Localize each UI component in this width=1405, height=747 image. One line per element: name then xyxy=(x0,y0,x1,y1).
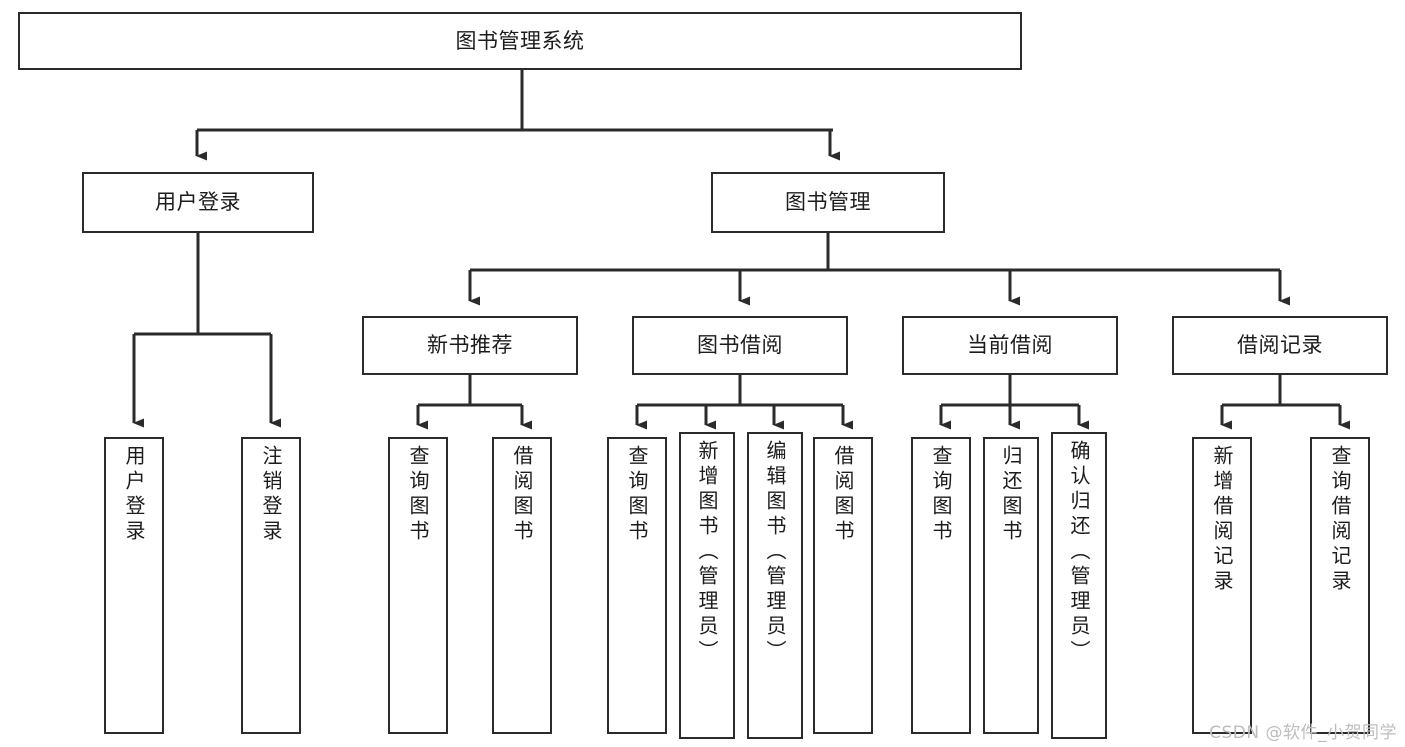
node-leaf-bookborrow-edit-book-admin[interactable]: 编辑图书（管理员） xyxy=(747,432,803,739)
node-leaf-currentborrow-return-book[interactable]: 归还图书 xyxy=(983,437,1039,734)
node-leaf-query-borrow-record-label: 查询借阅记录 xyxy=(1328,445,1352,595)
node-leaf-user-login[interactable]: 用户登录 xyxy=(104,437,164,734)
node-leaf-currentborrow-query-book[interactable]: 查询图书 xyxy=(911,437,971,734)
node-leaf-newbook-borrow-book[interactable]: 借阅图书 xyxy=(492,437,552,734)
node-leaf-logout-label: 注销登录 xyxy=(259,445,283,545)
node-leaf-bookborrow-add-book-admin-label: 新增图书（管理员） xyxy=(695,440,719,665)
node-borrow-record-label: 借阅记录 xyxy=(1237,333,1323,358)
node-leaf-bookborrow-query-book[interactable]: 查询图书 xyxy=(607,437,667,734)
node-root-system[interactable]: 图书管理系统 xyxy=(18,12,1022,70)
node-leaf-bookborrow-add-book-admin[interactable]: 新增图书（管理员） xyxy=(679,432,735,739)
node-leaf-logout[interactable]: 注销登录 xyxy=(241,437,301,734)
node-leaf-query-borrow-record[interactable]: 查询借阅记录 xyxy=(1310,437,1370,734)
node-leaf-add-borrow-record-label: 新增借阅记录 xyxy=(1210,445,1234,595)
node-root-system-label: 图书管理系统 xyxy=(455,28,585,53)
node-current-borrow[interactable]: 当前借阅 xyxy=(902,316,1118,375)
node-book-borrow-label: 图书借阅 xyxy=(697,333,783,358)
node-leaf-newbook-borrow-book-label: 借阅图书 xyxy=(510,445,534,545)
node-leaf-currentborrow-confirm-return-admin-label: 确认归还（管理员） xyxy=(1067,440,1091,665)
node-leaf-newbook-query-book-label: 查询图书 xyxy=(406,445,430,545)
node-book-management[interactable]: 图书管理 xyxy=(711,172,945,233)
node-book-management-label: 图书管理 xyxy=(785,190,871,215)
node-user-login[interactable]: 用户登录 xyxy=(82,172,314,233)
node-current-borrow-label: 当前借阅 xyxy=(967,333,1053,358)
node-leaf-bookborrow-borrow-book-label: 借阅图书 xyxy=(831,445,855,545)
node-leaf-bookborrow-query-book-label: 查询图书 xyxy=(625,445,649,545)
node-borrow-record[interactable]: 借阅记录 xyxy=(1172,316,1388,375)
node-leaf-currentborrow-return-book-label: 归还图书 xyxy=(999,445,1023,545)
node-leaf-bookborrow-edit-book-admin-label: 编辑图书（管理员） xyxy=(763,440,787,665)
node-leaf-newbook-query-book[interactable]: 查询图书 xyxy=(388,437,448,734)
node-leaf-user-login-label: 用户登录 xyxy=(122,445,146,545)
node-new-book-recommend-label: 新书推荐 xyxy=(427,333,513,358)
node-leaf-currentborrow-confirm-return-admin[interactable]: 确认归还（管理员） xyxy=(1051,432,1107,739)
node-leaf-bookborrow-borrow-book[interactable]: 借阅图书 xyxy=(813,437,873,734)
node-user-login-label: 用户登录 xyxy=(155,190,241,215)
node-leaf-currentborrow-query-book-label: 查询图书 xyxy=(929,445,953,545)
node-new-book-recommend[interactable]: 新书推荐 xyxy=(362,316,578,375)
node-book-borrow[interactable]: 图书借阅 xyxy=(632,316,848,375)
node-leaf-add-borrow-record[interactable]: 新增借阅记录 xyxy=(1192,437,1252,734)
